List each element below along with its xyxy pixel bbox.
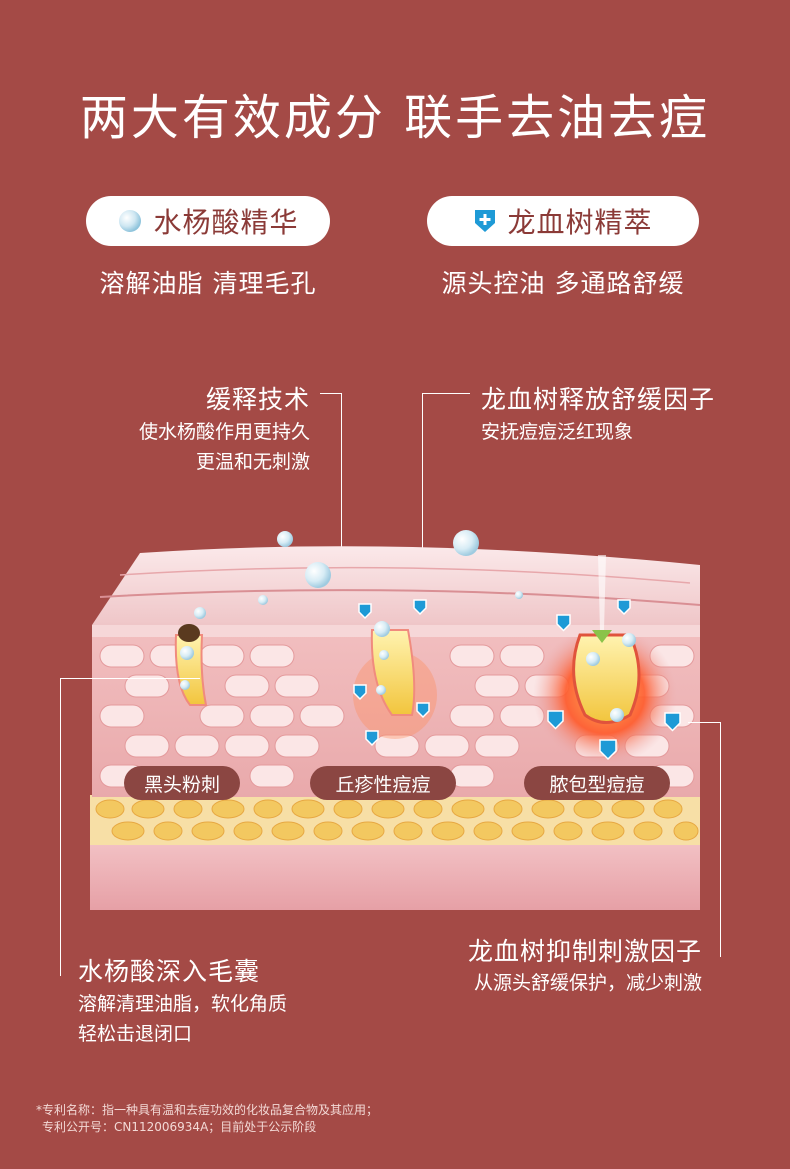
callout-desc-dragon-inhibit: 从源头舒缓保护，减少刺激	[473, 972, 702, 994]
page-title: 两大有效成分 联手去油去痘	[79, 90, 711, 146]
footnote: *专利名称：指一种具有温和去痘功效的化妆品复合物及其应用； 专利公开号：CN11…	[36, 1103, 379, 1134]
ingredient-desc-salicylic: 溶解油脂 清理毛孔	[99, 269, 317, 298]
callout-desc-dragon-release: 安抚痘痘泛红现象	[481, 421, 634, 443]
callout-title-slow-release: 缓释技术	[205, 385, 310, 414]
acne-tag-blackhead: 黑头粉刺	[124, 766, 240, 800]
blue-shield-plus-icon	[473, 208, 497, 234]
ingredient-pill-dragon-blood: 龙血树精萃	[427, 196, 699, 246]
ingredient-name: 龙血树精萃	[507, 206, 653, 239]
skin-cross-section-illustration	[90, 530, 701, 910]
leader-line	[720, 722, 721, 957]
ingredient-pill-salicylic: 水杨酸精华	[86, 196, 330, 246]
leader-line	[688, 722, 721, 723]
ingredient-name: 水杨酸精华	[153, 206, 299, 239]
leader-line	[422, 393, 423, 605]
water-drop-icon	[117, 208, 143, 234]
callout-title-salicylic-deep: 水杨酸深入毛囊	[78, 957, 261, 986]
callout-title-dragon-inhibit: 龙血树抑制刺激因子	[467, 937, 702, 966]
leader-line	[341, 393, 342, 605]
leader-line	[60, 678, 61, 976]
leader-line	[422, 393, 470, 394]
leader-line	[320, 393, 342, 394]
callout-desc-slow-release: 使水杨酸作用更持久 更温和无刺激	[138, 421, 310, 473]
callout-desc-salicylic-deep: 溶解清理油脂，软化角质 轻松击退闭口	[78, 993, 288, 1045]
callout-title-dragon-release: 龙血树释放舒缓因子	[481, 385, 716, 414]
leader-line	[60, 678, 200, 679]
acne-tag-papule: 丘疹性痘痘	[310, 766, 456, 800]
acne-tag-pustule: 脓包型痘痘	[524, 766, 670, 800]
ingredient-desc-dragon-blood: 源头控油 多通路舒缓	[441, 269, 685, 298]
